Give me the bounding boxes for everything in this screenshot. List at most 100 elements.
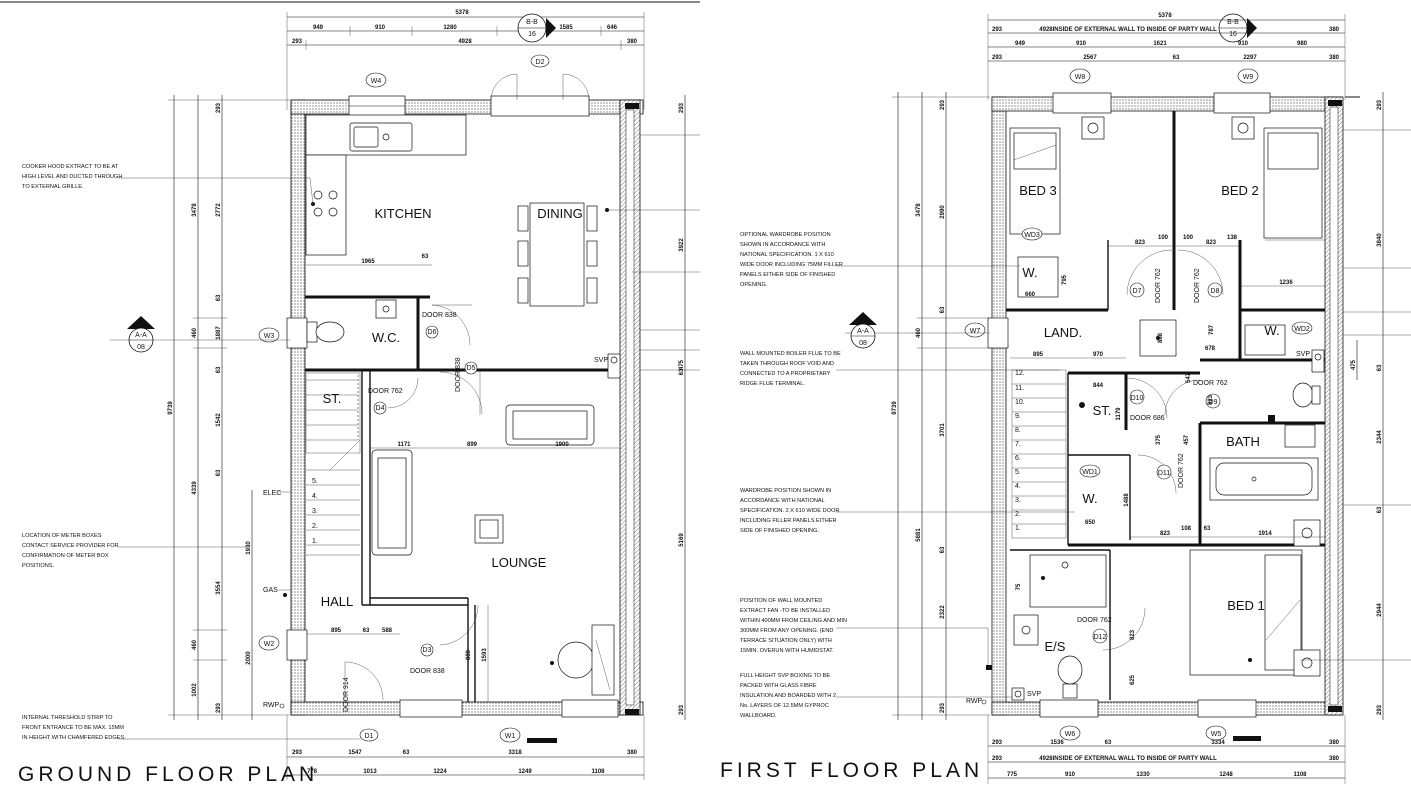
dim-left: 1887	[216, 326, 222, 340]
svg-text:2322: 2322	[940, 605, 946, 619]
dim-seg: 949	[313, 25, 324, 31]
svg-text:WALL MOUNTED BOILER FLUE TO BE: WALL MOUNTED BOILER FLUE TO BE	[740, 351, 841, 357]
room-bed3: BED 3	[1019, 183, 1057, 198]
section-bb-marker-first: B-B 16	[1218, 13, 1257, 43]
svg-text:457: 457	[1184, 434, 1190, 445]
svg-text:910: 910	[1065, 772, 1076, 778]
svg-text:D8: D8	[1211, 288, 1220, 295]
svg-text:No. LAYERS OF 12.5MM GYPROC: No. LAYERS OF 12.5MM GYPROC	[740, 703, 829, 709]
dim-internal: 588	[382, 628, 393, 634]
svg-text:108: 108	[1181, 526, 1192, 532]
stairs-first: 12. 11. 10. 9. 8. 7. 6. 5. 4. 3. 2. 1.	[1011, 369, 1067, 539]
dim-internal: 1593	[482, 648, 488, 662]
door-label: DOOR 838	[422, 312, 457, 319]
door-tag-d9: D9	[1205, 393, 1221, 409]
svg-text:D3: D3	[423, 647, 432, 654]
svg-text:293: 293	[992, 27, 1003, 33]
svg-text:W5: W5	[1211, 731, 1222, 738]
note-cooker-hood: COOKER HOOD EXTRACT TO BE AT HIGH LEVEL …	[22, 164, 314, 205]
svg-text:910: 910	[1076, 41, 1087, 47]
dim-internal: 1171	[397, 442, 411, 448]
svg-text:FULL HEIGHT SVP BOXING TO BE: FULL HEIGHT SVP BOXING TO BE	[740, 673, 830, 679]
dim-seg: 1585	[559, 25, 573, 31]
svg-text:TO EXTERNAL GRILLE.: TO EXTERNAL GRILLE.	[22, 184, 84, 190]
svg-text:4928INSIDE OF EXTERNAL WALL TO: 4928INSIDE OF EXTERNAL WALL TO INSIDE OF…	[1039, 27, 1217, 33]
room-store-first: ST.	[1093, 403, 1112, 418]
door-tag-d7: D7	[1129, 282, 1145, 298]
svg-text:63: 63	[1377, 364, 1383, 371]
room-wc: W.C.	[372, 330, 400, 345]
svg-text:HIGH LEVEL AND DUCTED THROUGH: HIGH LEVEL AND DUCTED THROUGH	[22, 174, 122, 180]
svg-text:A-A: A-A	[135, 332, 147, 339]
note-wardrobe: WARDROBE POSITION SHOWN IN ACCORDANCE WI…	[740, 488, 1075, 534]
svg-text:1547: 1547	[348, 750, 362, 756]
dim-internal: 899	[467, 442, 478, 448]
svg-text:4928INSIDE OF EXTERNAL WALL TO: 4928INSIDE OF EXTERNAL WALL TO INSIDE OF…	[1039, 756, 1217, 762]
svg-text:CONNECTED TO A PROPRIETARY: CONNECTED TO A PROPRIETARY	[740, 371, 831, 377]
svg-text:1236: 1236	[1279, 280, 1293, 286]
note-meter-boxes: LOCATION OF METER BOXES CONTACT SERVICE …	[22, 533, 250, 569]
svg-text:W9: W9	[1243, 74, 1254, 81]
svg-text:FRONT ENTRANCE TO BE MAX. 15MM: FRONT ENTRANCE TO BE MAX. 15MM	[22, 725, 124, 731]
door-label: DOOR 762	[368, 388, 403, 395]
svg-text:W2: W2	[264, 641, 275, 648]
svg-text:293: 293	[1377, 99, 1383, 110]
tag-wd2: WD2	[1291, 321, 1313, 335]
svg-text:EXTRACT FAN -TO BE INSTALLED: EXTRACT FAN -TO BE INSTALLED	[740, 608, 830, 614]
svg-text:5881: 5881	[916, 528, 922, 542]
door-tag-d2: D2	[530, 54, 550, 68]
svg-text:PACKED WITH GLASS FIBRE: PACKED WITH GLASS FIBRE	[740, 683, 817, 689]
svg-text:63: 63	[1173, 55, 1180, 61]
kitchen-fixtures	[305, 114, 467, 256]
svg-text:RIDGE FLUE TERMINAL.: RIDGE FLUE TERMINAL.	[740, 381, 805, 387]
svg-text:2567: 2567	[1083, 55, 1097, 61]
room-store: ST.	[323, 391, 342, 406]
svg-text:625: 625	[1130, 674, 1136, 685]
bed-1-furniture	[1189, 519, 1321, 677]
ground-right-dimensions: 293 3922 475 63 5169 293	[607, 95, 700, 720]
svg-text:910: 910	[1238, 41, 1249, 47]
section-bb-marker: B-B 16	[517, 13, 556, 43]
section-aa-marker-first: A-A 08	[845, 312, 990, 349]
room-wardrobe-3: W.	[1022, 265, 1037, 280]
svg-text:W1: W1	[505, 733, 516, 740]
svg-text:970: 970	[1093, 352, 1104, 358]
stair-step: 11.	[1015, 385, 1024, 392]
svg-text:D5: D5	[467, 365, 476, 372]
bed-3-furniture	[1009, 116, 1105, 298]
svg-text:380: 380	[1329, 756, 1340, 762]
svg-text:WITHIN 400MM FROM CEILING AND: WITHIN 400MM FROM CEILING AND MIN	[740, 618, 847, 624]
dim-internal: 63	[422, 254, 429, 260]
svg-text:293: 293	[940, 99, 946, 110]
svg-text:293: 293	[992, 756, 1003, 762]
dim-inner: 293	[292, 39, 303, 45]
window-tag-w2: W2	[258, 635, 280, 651]
dim-left: 63	[216, 469, 222, 476]
svg-text:547: 547	[1186, 372, 1192, 383]
svg-text:823: 823	[1160, 531, 1171, 537]
svg-text:D1: D1	[365, 733, 374, 740]
svg-text:375: 375	[1156, 434, 1162, 445]
svg-text:100: 100	[1183, 235, 1194, 241]
door-label: DOOR 762	[1194, 268, 1201, 303]
svg-text:W3: W3	[264, 333, 275, 340]
dim-left: 1002	[192, 683, 198, 697]
ground-bottom-dimensions: 293 1547 63 3318 380 778 1013 1224 1249 …	[286, 715, 645, 780]
svg-text:IN HEIGHT WITH CHAMFERED EDGES: IN HEIGHT WITH CHAMFERED EDGES.	[22, 735, 126, 741]
svg-text:775: 775	[1007, 772, 1018, 778]
stair-step: 9.	[1015, 413, 1021, 420]
dim-left: 4339	[192, 481, 198, 495]
door-label: DOOR 762	[1155, 268, 1162, 303]
window-tag-w9: W9	[1237, 68, 1259, 84]
room-lounge: LOUNGE	[492, 555, 547, 570]
section-aa-marker: A-A 08	[110, 316, 290, 353]
svg-text:LOCATION OF METER BOXES: LOCATION OF METER BOXES	[22, 533, 102, 539]
dim-right: 475	[679, 359, 685, 370]
svg-text:380: 380	[1329, 740, 1340, 746]
stair-step: 10.	[1015, 399, 1025, 406]
dim-left: 2772	[216, 203, 222, 217]
door-tag-d10: D10	[1129, 389, 1145, 405]
ground-top-dimensions: 5378 949 910 1280 1585 646 293 4928 380	[286, 10, 645, 110]
dim-left: 1930	[246, 541, 252, 555]
